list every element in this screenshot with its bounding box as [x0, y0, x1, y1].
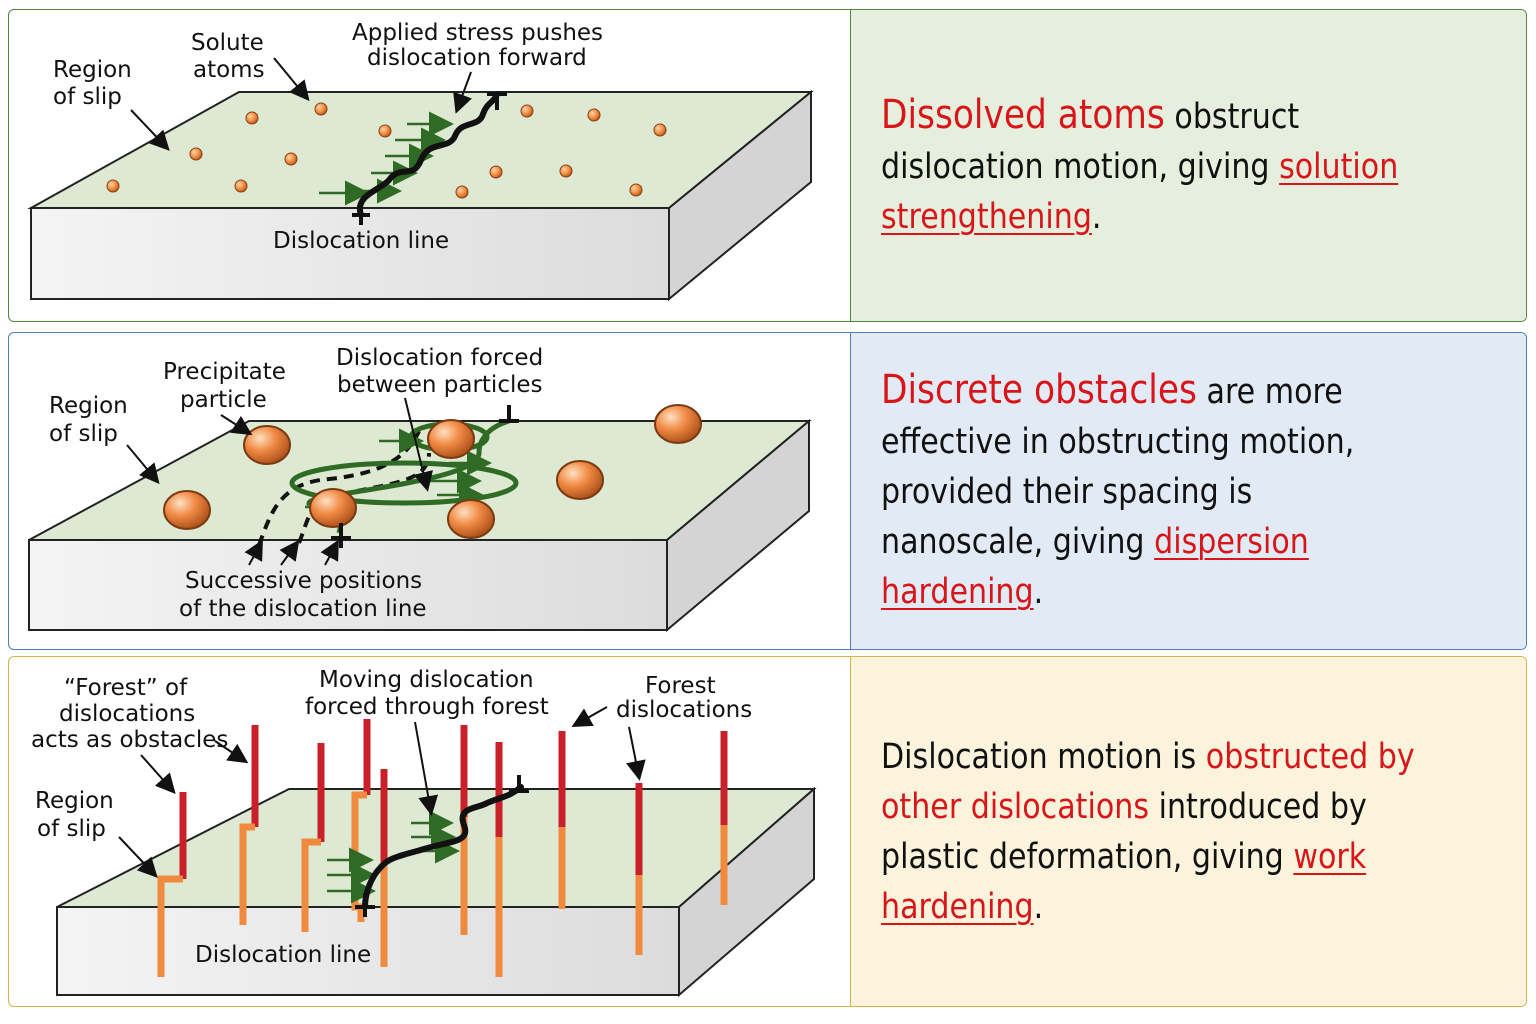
statement-term: solution strengthening — [881, 146, 1399, 237]
statement-lead: Dissolved atoms — [881, 91, 1165, 138]
statement-end: . — [1033, 886, 1044, 927]
forest-dislocations — [157, 719, 728, 977]
precipitate-label-1: Precipitate — [163, 359, 286, 385]
slab-side — [666, 418, 810, 633]
statement-red-phrase: obstructed by other dislocations — [881, 736, 1415, 827]
dislocation-line — [356, 91, 500, 218]
successive-label-1: Successive positions — [185, 568, 422, 594]
region-label-2: of slip — [37, 816, 106, 842]
statement-end: . — [1033, 572, 1044, 612]
dislocation-loop — [289, 460, 519, 506]
precipitate-particles — [163, 404, 702, 539]
dislocation-line-label: Dislocation line — [273, 228, 449, 254]
solute-atoms-diagram: Region of slip Solute atoms Applied stre… — [27, 20, 814, 302]
solution-strengthening-statement: Dissolved atoms obstruct dislocation mot… — [850, 10, 1526, 321]
dislocation-symbols — [331, 405, 519, 548]
statement-lead: Discrete obstacles — [881, 367, 1197, 413]
successive-label-2: of the dislocation line — [179, 596, 427, 622]
region-label-1: Region — [53, 57, 132, 83]
slab-side — [678, 786, 815, 998]
panel-work-hardening: “Forest” of dislocations acts as obstacl… — [8, 656, 1527, 1007]
forest-obstacles-label-3: acts as obstacles — [31, 727, 228, 753]
solute-atoms — [106, 102, 667, 199]
statement-term: work hardening — [881, 836, 1367, 927]
forest-label-1: Forest — [645, 673, 716, 699]
forced-label-1: Dislocation forced — [336, 345, 543, 371]
region-label-2: of slip — [49, 421, 118, 447]
solute-label-2: atoms — [193, 57, 265, 83]
statement-term: dispersion hardening — [881, 522, 1309, 612]
panel-solution-strengthening: Region of slip Solute atoms Applied stre… — [8, 9, 1527, 322]
statement-mid: introduced by plastic deformation, givin… — [881, 786, 1367, 877]
forced-label-2: between particles — [337, 372, 543, 398]
forest-obstacles-label-2: dislocations — [59, 701, 195, 727]
slab-side — [668, 89, 812, 302]
solute-label-1: Solute — [191, 30, 264, 56]
motion-arrows — [327, 810, 460, 904]
statement-mid: obstruct dislocation motion, giving — [881, 96, 1300, 187]
dislocation-symbols — [352, 92, 507, 225]
statement-lead: Dislocation motion is — [881, 736, 1206, 777]
moving-label-1: Moving dislocation — [319, 667, 534, 693]
work-hardening-statement: Dislocation motion is obstructed by othe… — [850, 657, 1526, 1006]
stress-label-1: Applied stress pushes — [352, 20, 603, 46]
moving-label-2: forced through forest — [305, 694, 549, 720]
forest-label-2: dislocations — [616, 697, 752, 723]
stress-label-2: dislocation forward — [367, 45, 587, 71]
region-label-1: Region — [49, 393, 128, 419]
statement-mid: are more effective in obstructing motion… — [881, 372, 1355, 562]
forest-obstacles-label-1: “Forest” of — [64, 675, 188, 701]
dislocation-symbols — [355, 775, 529, 917]
statement-end: . — [1091, 196, 1102, 237]
precipitate-particles-diagram: Region of slip Precipitate particle Disl… — [28, 345, 812, 633]
moving-dislocation-line — [362, 784, 524, 910]
region-label-1: Region — [35, 788, 114, 814]
precipitate-label-2: particle — [180, 387, 267, 413]
region-label-2: of slip — [53, 84, 122, 110]
dislocation-line-label: Dislocation line — [195, 942, 371, 968]
forest-dislocations-diagram: “Forest” of dislocations acts as obstacl… — [31, 667, 817, 998]
dispersion-hardening-statement: Discrete obstacles are more effective in… — [850, 333, 1526, 649]
panel-dispersion-hardening: Region of slip Precipitate particle Disl… — [8, 332, 1527, 650]
